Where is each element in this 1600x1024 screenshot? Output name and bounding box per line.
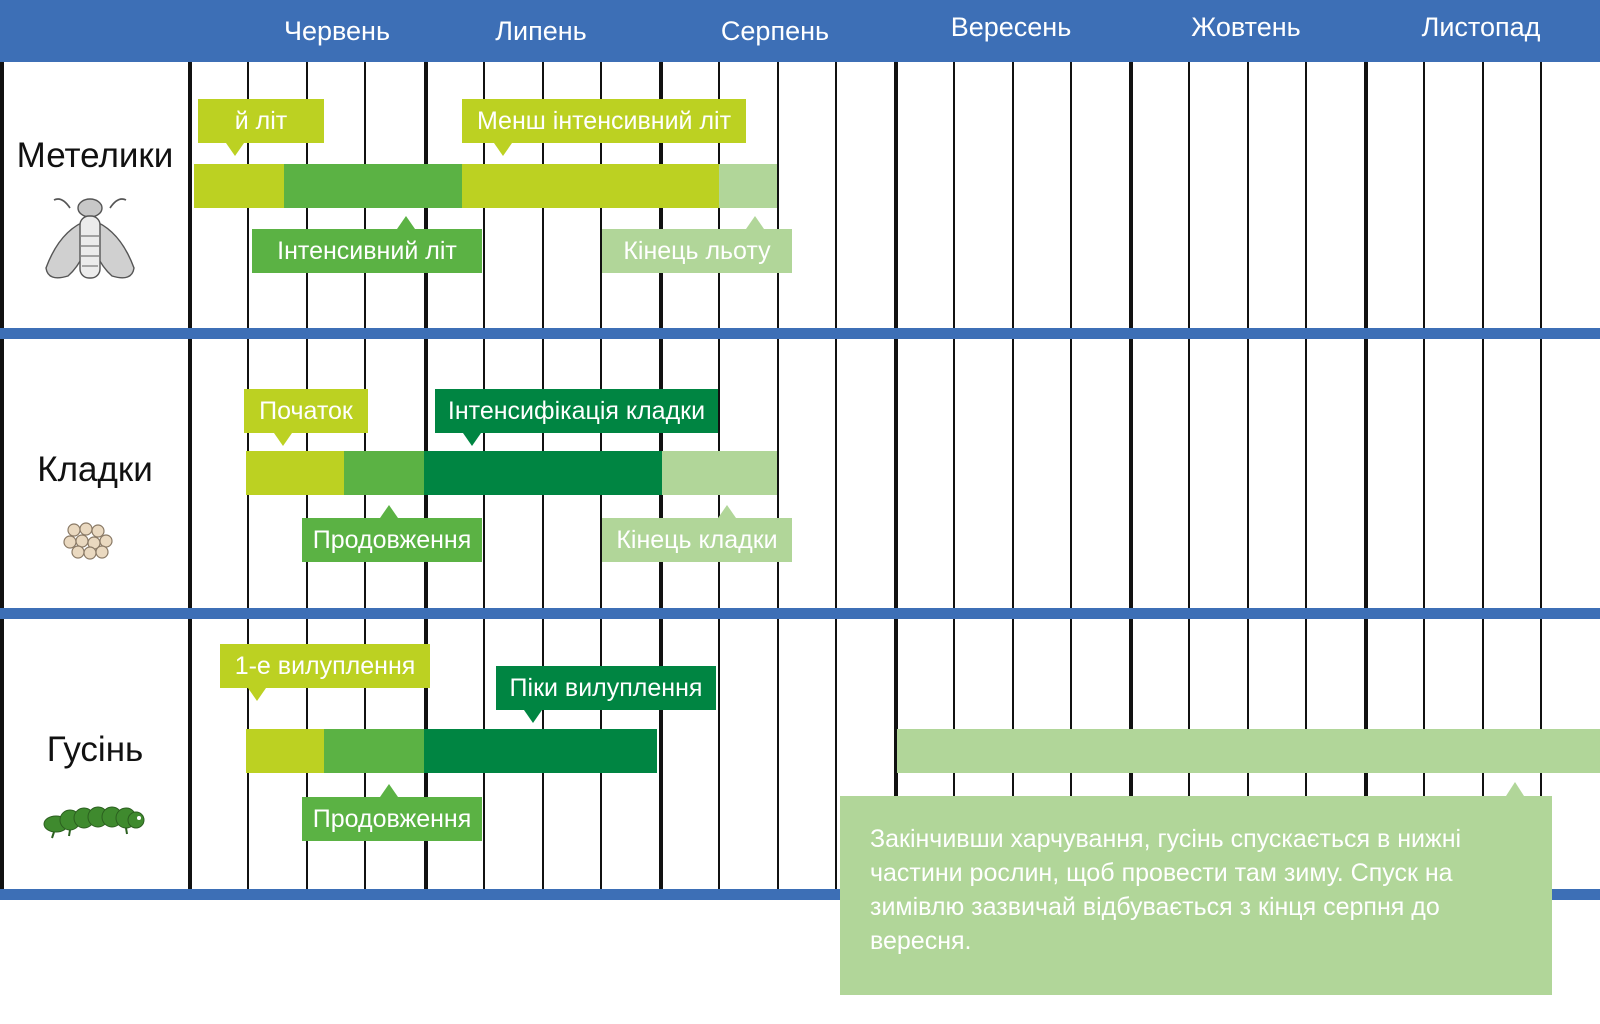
callout-caterpillar-peak: Піки вилуплення (496, 666, 716, 723)
callout-text: й літ (234, 107, 288, 135)
eggs-bar-start (246, 451, 344, 495)
week-grid-line (1482, 62, 1484, 889)
callout-eggs-intensification: Інтенсифікація кладки (435, 389, 718, 446)
callout-pointer (248, 688, 266, 701)
week-grid-line (777, 62, 779, 889)
callout-text: Менш інтенсивний літ (476, 107, 732, 135)
callout-text: Піки вилуплення (509, 674, 703, 702)
row-label-moths: Метелики (16, 136, 174, 175)
callout-moth-less-intense: Менш інтенсивний літ (462, 99, 746, 156)
overwintering-note-text: Закінчивши харчування, гусінь спускаєтьс… (870, 825, 1462, 955)
month-november: Листопад (1421, 12, 1541, 42)
callout-pointer (463, 433, 481, 446)
callout-pointer (274, 433, 292, 446)
callout-text: Кінець кладки (616, 526, 778, 554)
moth-bar-end (719, 164, 777, 208)
callout-text: Кінець льоту (623, 237, 771, 265)
row-separator (0, 328, 1600, 339)
week-grid-line (1012, 62, 1014, 889)
callout-text: 1-е вилуплення (234, 652, 416, 680)
month-august: Серпень (720, 16, 830, 46)
eggs-icon (63, 522, 113, 560)
callout-pointer (494, 143, 512, 156)
month-june: Червень (283, 16, 391, 46)
callout-text: Інтенсивний літ (277, 237, 457, 265)
caterpillar-bar-peak (424, 729, 657, 773)
header-band (0, 0, 1600, 62)
callout-text: Інтенсифікація кладки (447, 397, 706, 425)
row-separator (0, 608, 1600, 619)
moth-bar-less-intense (462, 164, 719, 208)
callout-text: Початок (259, 397, 353, 425)
callout-text: Продовження (312, 805, 472, 833)
week-grid-line (1247, 62, 1249, 889)
month-divider-line (188, 62, 192, 889)
callout-pointer (380, 784, 398, 797)
caterpillar-icon (43, 806, 145, 839)
callout-caterpillar-continuation: Продовження (302, 784, 482, 841)
week-grid-line (1305, 62, 1307, 889)
month-divider-line (894, 62, 898, 889)
callout-moth-end: Кінець льоту (602, 216, 792, 273)
callout-pointer (746, 216, 764, 229)
callout-pointer (226, 143, 244, 156)
caterpillar-bar-continuation (324, 729, 424, 773)
callout-text: Продовження (312, 526, 472, 554)
callout-moth-intense: Інтенсивний літ (252, 216, 482, 273)
month-october: Жовтень (1191, 12, 1301, 42)
overwintering-note: Закінчивши харчування, гусінь спускаєтьс… (840, 782, 1552, 995)
month-september: Вересень (950, 12, 1072, 42)
row-label-eggs: Кладки (37, 450, 153, 489)
caterpillar-bar-overwintering (897, 729, 1600, 773)
callout-caterpillar-first-hatch: 1-е вилуплення (220, 644, 430, 701)
week-grid-line (1188, 62, 1190, 889)
eggs-bar-continuation (344, 451, 424, 495)
week-grid-line (1423, 62, 1425, 889)
eggs-bar-end (662, 451, 777, 495)
note-pointer (1506, 782, 1524, 796)
bottom-band (0, 889, 1600, 900)
callout-pointer (380, 505, 398, 518)
week-grid-line (1540, 62, 1542, 889)
caterpillar-bar-first-hatch (246, 729, 324, 773)
callout-pointer (718, 505, 736, 518)
callout-eggs-start: Початок (244, 389, 368, 446)
callout-eggs-continuation: Продовження (302, 505, 482, 562)
week-grid-line (835, 62, 837, 889)
week-grid-line (953, 62, 955, 889)
moth-bar-start (194, 164, 284, 208)
moth-bar-intense (284, 164, 462, 208)
month-divider-line (1364, 62, 1368, 889)
callout-pointer (397, 216, 415, 229)
week-grid-line (1070, 62, 1072, 889)
callout-eggs-end: Кінець кладки (602, 505, 792, 562)
month-divider-line (1129, 62, 1133, 889)
callout-moth-start: й літ (198, 99, 324, 156)
month-divider-line (0, 62, 4, 889)
row-label-caterpillar: Гусінь (46, 730, 144, 769)
eggs-bar-intensification (424, 451, 662, 495)
callout-pointer (524, 710, 542, 723)
month-july: Липень (495, 16, 587, 46)
moth-icon (45, 198, 135, 279)
